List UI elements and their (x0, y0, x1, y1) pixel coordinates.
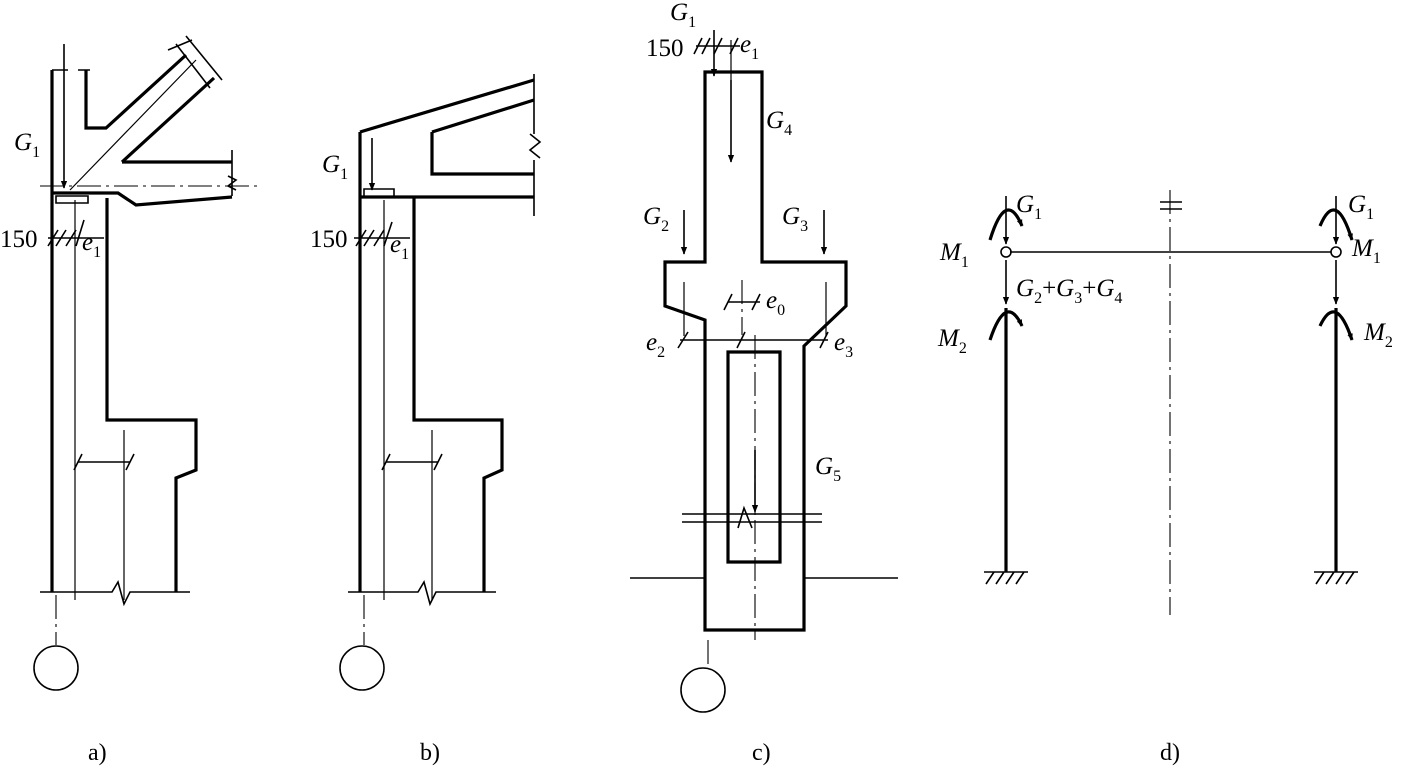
panel-a: G1 150 e1 a) (0, 35, 258, 766)
panel-b-column-outline (358, 132, 504, 592)
panel-c-e3-label: e3 (834, 329, 853, 361)
panel-c-column-outline (663, 70, 848, 632)
panel-d-m1-right-arc (1318, 208, 1354, 241)
panel-d-m1-left-arc (988, 208, 1024, 241)
panel-d-m2-right-label: M2 (1363, 319, 1393, 351)
panel-a-ecc-label: e1 (82, 229, 101, 261)
panel-c-g3-label: G3 (782, 203, 808, 235)
panel-c-caption: c) (752, 740, 771, 766)
panel-c-break (682, 505, 822, 529)
panel-b-break-line (348, 579, 496, 607)
panel-b-caption: b) (420, 740, 440, 766)
panel-b-roof-beam (359, 74, 542, 216)
panel-d-right-pin (1330, 246, 1342, 258)
panel-c-axis-bubble (680, 667, 726, 713)
panel-b-axis-bubble (339, 645, 385, 691)
panel-a-axis-bubble (33, 645, 79, 691)
panel-d-right-support (1314, 571, 1358, 585)
panel-a-truss (40, 35, 258, 207)
panel-c-dim-e2-e3 (677, 331, 829, 349)
panel-d-left-support (984, 571, 1028, 585)
panel-d-m1-right-label: M1 (1351, 235, 1381, 267)
panel-d-combined-label: G2+G3+G4 (1016, 275, 1122, 307)
panel-a-dim-150: 150 (0, 226, 38, 253)
panel-a-break-line (40, 579, 190, 607)
panel-c-e0-label: e0 (766, 287, 785, 319)
panel-d-m1-left-label: M1 (939, 239, 969, 271)
panel-a-dimension (47, 229, 104, 247)
panel-a-column-outline (50, 70, 198, 592)
panel-d-g1-right-label: G1 (1348, 191, 1374, 223)
panel-c: G1 150 e1 G4 G2 G3 e0 e2 e3 G5 c) (630, 0, 898, 766)
panel-c-g4-label: G4 (766, 107, 792, 139)
panel-d-left-pin (1000, 246, 1012, 258)
panel-d: G1 G1 M1 M1 G2+G3+G4 M2 M2 d) (937, 190, 1393, 766)
panel-c-g1-label: G1 (670, 0, 696, 31)
panel-b-dimension (354, 229, 410, 247)
panel-c-socket (726, 350, 782, 564)
panel-d-m2-right-arc (1318, 310, 1354, 341)
panel-c-dim-150 (693, 37, 740, 55)
panel-d-g1-left-label: G1 (1016, 191, 1042, 223)
panel-c-e1-label: e1 (740, 31, 759, 63)
panel-c-g5-label: G5 (815, 453, 841, 485)
panel-d-caption: d) (1160, 740, 1180, 766)
panel-c-150-label: 150 (646, 35, 684, 62)
panel-a-load-label: G1 (14, 129, 40, 161)
panel-b-ecc-label: e1 (390, 231, 409, 263)
panel-b-load-label: G1 (322, 151, 348, 183)
panel-b-dim-150: 150 (310, 226, 348, 253)
panel-d-m2-left-arc (988, 310, 1024, 341)
panel-a-caption: a) (88, 740, 107, 766)
panel-d-m2-left-label: M2 (937, 325, 967, 357)
panel-c-dim-e0 (723, 293, 761, 311)
panel-b: G1 150 e1 b) (310, 74, 542, 766)
panel-c-centerline (707, 280, 756, 668)
panel-c-e2-label: e2 (646, 329, 665, 361)
panel-c-g2-label: G2 (643, 203, 669, 235)
